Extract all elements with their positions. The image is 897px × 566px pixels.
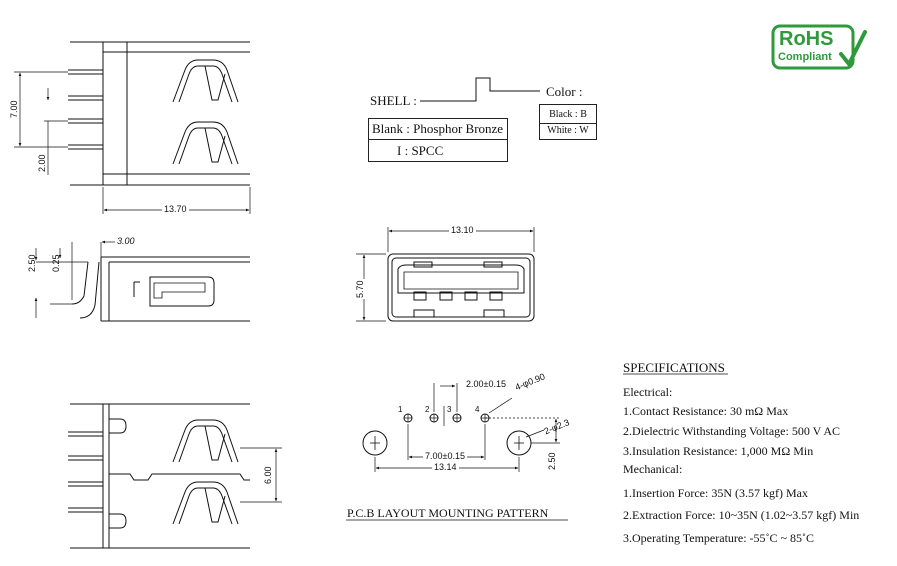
shell-option-phosphor-bronze: Blank : Phosphor Bronze: [368, 118, 508, 140]
dim-top-length: 13.70: [162, 204, 189, 214]
spec-item: 3.Operating Temperature: -55˚C ~ 85˚C: [623, 531, 815, 545]
pcb-pin-number: 1: [398, 405, 403, 414]
specs-electrical-title: Electrical:: [623, 385, 673, 399]
dim-pcb-offset: 2.50: [547, 452, 557, 470]
pcb-pin-number: 4: [475, 405, 480, 414]
shell-option-text: Blank : Phosphor Bronze: [372, 121, 504, 136]
rohs-title: RoHS: [779, 28, 834, 50]
spec-item: 1.Insertion Force: 35N (3.57 kgf) Max: [623, 486, 808, 500]
dim-bottom-span: 6.00: [263, 466, 273, 484]
color-option-black: Black : B: [539, 104, 597, 124]
pcb-layout-title: P.C.B LAYOUT MOUNTING PATTERN: [347, 506, 549, 520]
shell-label: SHELL :: [370, 93, 417, 108]
dim-front-width: 13.10: [449, 225, 476, 235]
dim-pcb-pitch: 2.00±0.15: [466, 379, 506, 389]
bottom-view: [68, 403, 282, 549]
shell-option-spcc: I : SPCC: [368, 140, 508, 162]
color-label: Color :: [546, 84, 583, 99]
rohs-check-icon: [771, 24, 867, 70]
specs-mechanical-title: Mechanical:: [623, 462, 683, 476]
pcb-pin-number: 3: [447, 405, 452, 414]
dim-side-offset-b: 0.25: [51, 254, 61, 272]
side-view: [34, 240, 250, 322]
dim-side-offset-a: 2.50: [27, 254, 37, 272]
spec-item: 1.Contact Resistance: 30 mΩ Max: [623, 404, 789, 418]
dim-pcb-pin-span: 7.00±0.15: [423, 451, 467, 461]
material-leaders: [420, 77, 540, 102]
shell-option-text: I : SPCC: [397, 142, 444, 158]
color-option-text: Black : B: [549, 108, 587, 120]
spec-item: 2.Extraction Force: 10~35N (1.02~3.57 kg…: [623, 508, 860, 522]
specs-title: SPECIFICATIONS: [623, 360, 725, 375]
rohs-badge: RoHS Compliant: [771, 24, 867, 70]
spec-item: 2.Dielectric Withstanding Voltage: 500 V…: [623, 424, 841, 438]
pcb-pin-number: 2: [425, 405, 430, 414]
top-view: [14, 41, 251, 214]
color-option-text: White : W: [547, 125, 589, 136]
dim-side-lead: 3.00: [117, 236, 135, 246]
dim-front-height: 5.70: [355, 279, 365, 299]
dim-pcb-total-span: 13.14: [432, 462, 459, 472]
dim-top-height: 7.00: [9, 100, 19, 118]
color-option-white: White : W: [539, 122, 597, 140]
dim-top-pitch: 2.00: [37, 154, 47, 172]
rohs-subtitle: Compliant: [778, 51, 832, 63]
spec-item: 3.Insulation Resistance: 1,000 MΩ Min: [623, 444, 814, 458]
front-view: [356, 227, 535, 322]
